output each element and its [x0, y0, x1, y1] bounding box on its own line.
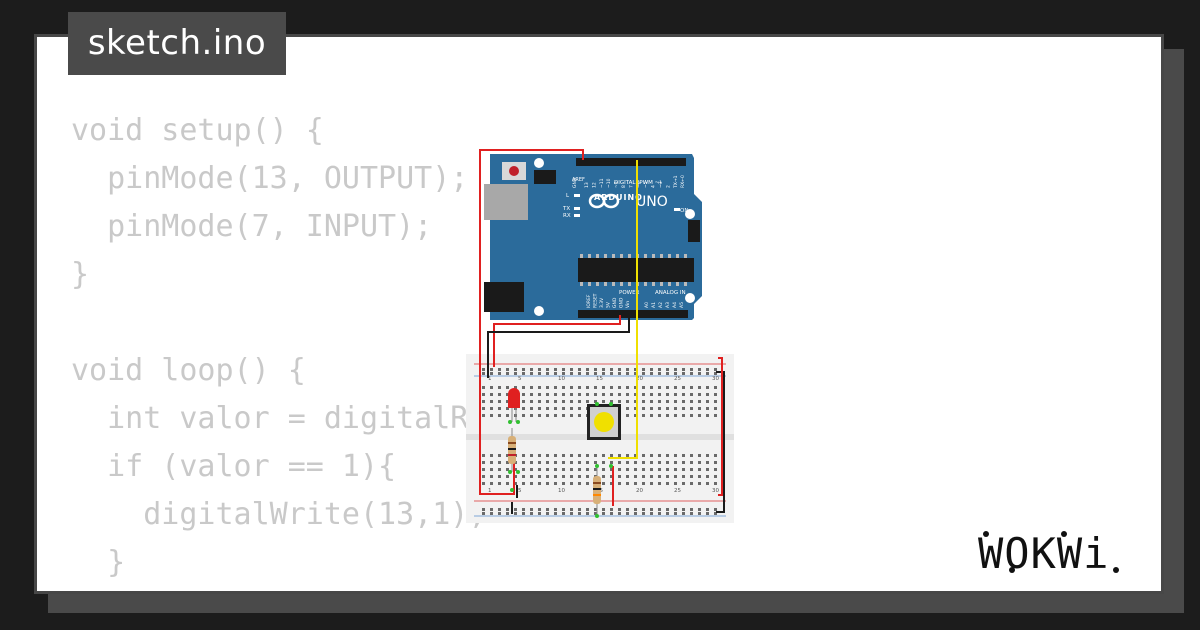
pin-label: 2	[665, 185, 671, 188]
aref-label: AREF	[572, 177, 585, 183]
breadboard-column-number: 1	[488, 488, 492, 494]
pin-label: GND	[572, 177, 578, 188]
breadboard-column-number: 10	[558, 376, 565, 382]
red-wire-led	[479, 149, 584, 495]
on-led-label: ON	[680, 208, 688, 214]
pin-label: Vin	[625, 301, 631, 308]
power-jack	[484, 282, 524, 312]
code-line: else {	[71, 587, 595, 591]
pin-label: A2	[658, 302, 664, 308]
breadboard-column-number: 20	[636, 376, 643, 382]
breadboard-column-number: 30	[712, 488, 719, 494]
power-header-label: POWER	[619, 290, 640, 296]
red-wire-rail	[718, 357, 723, 496]
pin-label: A4	[672, 302, 678, 308]
black-wire-gnd	[487, 315, 630, 378]
breadboard-column-number: 5	[518, 376, 522, 382]
wokwi-logo: WOKWi	[978, 529, 1119, 578]
usb-port	[484, 184, 528, 220]
pin-label: GND	[619, 297, 625, 308]
code-line: pinMode(13, OUTPUT);	[71, 161, 469, 196]
pin-label: IOREF	[586, 294, 592, 308]
pin-label: 12	[591, 182, 597, 188]
breadboard-column-number: 25	[674, 488, 681, 494]
pin-label: ~5	[643, 181, 649, 188]
pin-label: 13	[584, 182, 590, 188]
l-led-label: L	[566, 193, 570, 199]
breadboard-column-number: 30	[712, 376, 719, 382]
breadboard-column-number: 15	[596, 376, 603, 382]
red-wire-5v	[493, 315, 621, 367]
pin-label: ~9	[614, 181, 620, 188]
pin-label: 4	[651, 185, 657, 188]
pin-label: ~6	[636, 181, 642, 188]
pin-label: ~3	[658, 181, 664, 188]
resistor-button	[593, 468, 601, 516]
pin-label: GND	[612, 297, 618, 308]
pin-label: A0	[644, 302, 650, 308]
pin-label: ~10	[606, 178, 612, 188]
code-line: if (valor == 1){	[71, 449, 397, 484]
filename-tab[interactable]: sketch.ino	[68, 12, 286, 75]
breadboard-column-number: 25	[674, 376, 681, 382]
yellow-wire-pin7	[608, 160, 638, 459]
code-line: pinMode(7, INPUT);	[71, 209, 433, 244]
red-led[interactable]	[508, 388, 520, 422]
infinity-logo-icon	[588, 193, 620, 209]
breadboard-column-number: 20	[636, 488, 643, 494]
pin-label: 3.3V	[599, 297, 605, 308]
pin-label: 5V	[606, 301, 612, 308]
pushbutton[interactable]	[587, 404, 621, 440]
wokwi-logo-text: WOKWi	[978, 529, 1109, 578]
breadboard-column-number: 10	[558, 488, 565, 494]
tx-led-label: TX	[562, 206, 570, 212]
black-wire-rail	[716, 371, 725, 513]
pin-label: RX←0	[680, 175, 686, 188]
pin-label: RESET	[593, 293, 599, 308]
pin-label: 7	[628, 185, 634, 188]
uno-model: UNO	[636, 194, 668, 210]
pin-label: A1	[651, 302, 657, 308]
pin-label: ~11	[599, 178, 605, 188]
connection-dots	[508, 402, 613, 518]
code-line: void setup() {	[71, 113, 324, 148]
power-analog-header	[578, 310, 688, 318]
pin-label: 8	[621, 185, 627, 188]
pin-label: A3	[665, 302, 671, 308]
pin-label: A5	[679, 302, 685, 308]
code-line: digitalWrite(13,1);	[71, 497, 487, 532]
arduino-uno-board[interactable]: AREF DIGITAL (PWM ~) ARDUINO UNO L TX RX…	[484, 154, 702, 320]
breadboard-column-number: 1	[488, 376, 492, 382]
pin-label: TX→1	[673, 175, 679, 189]
digital-header	[576, 158, 686, 166]
code-line: }	[71, 545, 126, 580]
wires	[479, 149, 725, 514]
circuit-diagram[interactable]: 151015202530151015202530 AREF DIGITAL (P…	[466, 146, 736, 526]
analog-header-label: ANALOG IN	[655, 290, 686, 296]
resistor-led	[508, 428, 516, 472]
rx-led-label: RX	[563, 213, 571, 219]
breadboard-column-number: 5	[518, 488, 522, 494]
code-line: void loop() {	[71, 353, 306, 388]
code-line: }	[71, 257, 90, 292]
